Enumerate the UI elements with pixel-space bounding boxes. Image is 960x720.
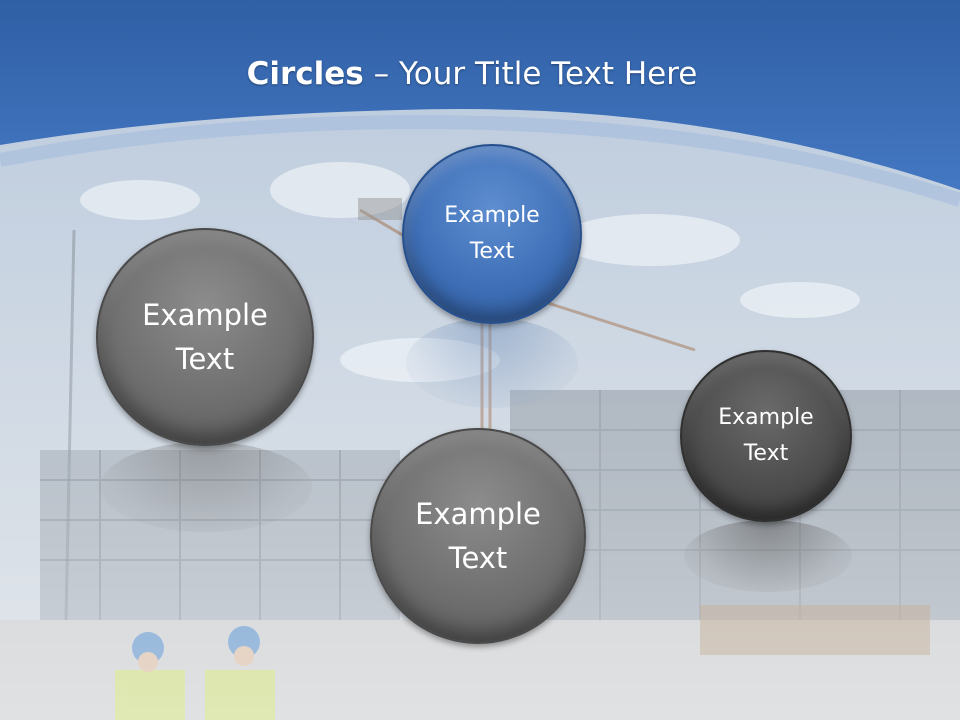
circle-right-line1: Example — [718, 405, 814, 430]
slide-title: Circles – Your Title Text Here — [0, 52, 944, 96]
circle-left-line1: Example — [142, 298, 268, 332]
circle-bottom[interactable]: Example Text — [370, 428, 586, 644]
circle-right-line2: Text — [743, 441, 789, 466]
circle-bottom-line2: Text — [448, 541, 508, 575]
circle-left-line2: Text — [175, 342, 235, 376]
header-band — [0, 0, 960, 190]
circle-bottom-line1: Example — [415, 497, 541, 531]
circle-top[interactable]: Example Text — [402, 144, 582, 324]
circle-top-line1: Example — [444, 203, 540, 228]
slide-title-rest: – Your Title Text Here — [363, 56, 698, 92]
slide-title-bold: Circles — [246, 56, 364, 92]
circle-right[interactable]: Example Text — [680, 350, 852, 522]
circle-top-line2: Text — [469, 239, 515, 264]
header-arc — [0, 114, 960, 207]
circle-left[interactable]: Example Text — [96, 228, 314, 446]
